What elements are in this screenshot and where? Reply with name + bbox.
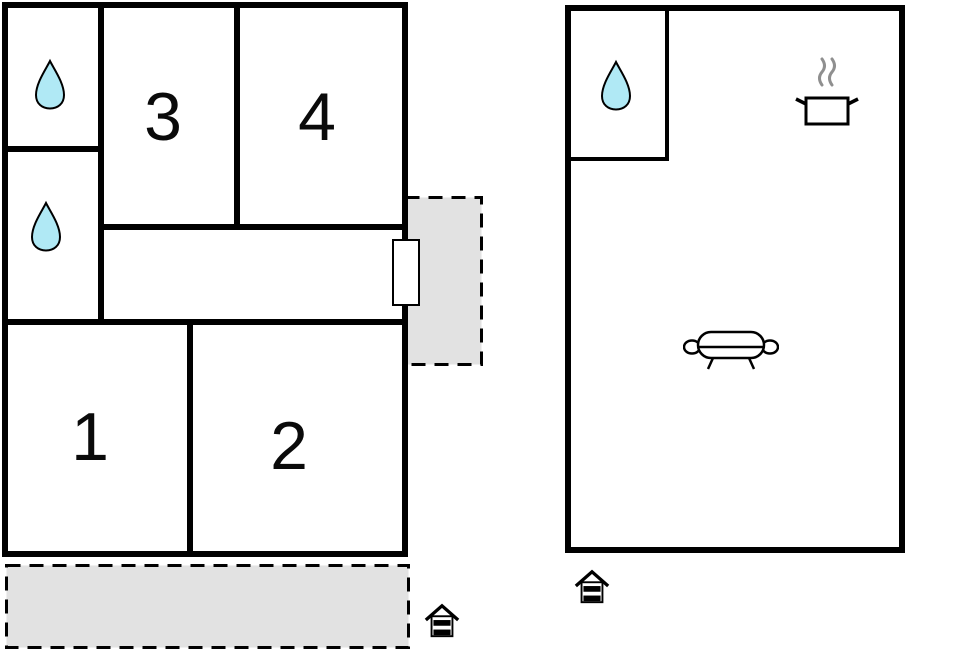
house-roof — [574, 569, 610, 588]
house-band — [583, 595, 601, 602]
water-drop-icon — [27, 200, 65, 254]
water-drop-shape — [30, 200, 62, 252]
bottom-terrace — [5, 564, 410, 649]
house-band — [583, 586, 601, 592]
room-label-2: 2 — [270, 408, 308, 484]
entrance-house-graphic — [574, 569, 610, 604]
steam-line — [818, 57, 826, 87]
entrance-house-icon — [423, 602, 461, 640]
room-label-1: 1 — [71, 399, 109, 475]
house-band — [433, 620, 451, 626]
terrace-rect — [5, 564, 410, 649]
right-floor-plan — [565, 5, 905, 553]
door — [392, 239, 420, 306]
wall-segment — [98, 224, 402, 230]
water-drop-graphic — [600, 59, 632, 111]
pot-handle — [847, 97, 859, 106]
bottom-terrace-outline — [5, 564, 410, 649]
water-drop-shape — [34, 58, 66, 110]
water-drop-shape — [600, 59, 632, 111]
entrance-house-icon — [573, 568, 611, 606]
sofa-icon — [682, 325, 780, 375]
entrance-house-graphic — [424, 603, 460, 638]
pot-body — [804, 96, 850, 126]
wall-segment — [665, 11, 669, 161]
water-drop-graphic — [30, 200, 62, 252]
left-floor-plan: 1 2 3 4 — [2, 2, 408, 557]
wall-segment — [187, 319, 193, 551]
sofa-leg — [747, 357, 756, 370]
room-label-4: 4 — [298, 79, 336, 155]
cooking-pot-icon — [794, 56, 860, 132]
sofa-body — [696, 330, 766, 360]
room-label-3: 3 — [144, 79, 182, 155]
cooking-pot-graphic — [795, 57, 859, 126]
pot-handle — [795, 97, 807, 106]
water-drop-icon — [597, 59, 635, 113]
sofa-leg — [706, 357, 715, 370]
wall-segment — [571, 157, 669, 161]
wall-segment — [8, 146, 98, 152]
water-drop-graphic — [34, 58, 66, 110]
wall-segment — [234, 8, 240, 230]
wall-segment — [8, 319, 402, 325]
wall-segment — [98, 8, 104, 325]
house-band — [433, 629, 451, 636]
water-drop-icon — [31, 58, 69, 112]
sofa-graphic — [682, 330, 780, 370]
house-roof — [424, 603, 460, 622]
steam-line — [828, 57, 836, 87]
